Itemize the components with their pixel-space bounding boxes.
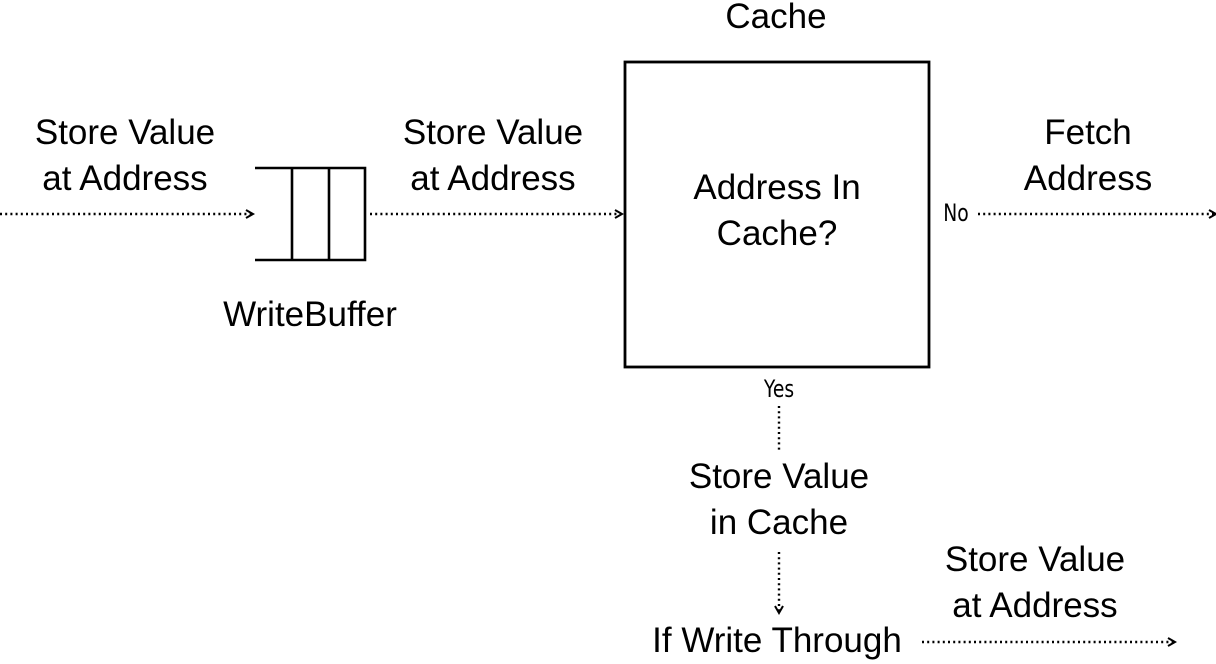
output-label-line-1: Store Value <box>944 540 1126 579</box>
cache-box <box>623 60 931 369</box>
yes-label: Yes <box>763 375 795 403</box>
buffer-to-cache-label-line-1: Store Value <box>402 113 584 152</box>
output-label-line-2: at Address <box>952 586 1118 625</box>
store-in-cache-line-2: in Cache <box>709 503 849 542</box>
buffer-to-cache-label: Store Value at Address <box>388 110 598 202</box>
input-label: Store Value at Address <box>20 110 230 202</box>
input-label-line-1: Store Value <box>34 113 216 152</box>
decision-line-2: Cache? <box>716 214 838 253</box>
write-buffer-label: WriteBuffer <box>223 295 397 334</box>
store-in-cache-label: Store Value in Cache <box>669 454 889 546</box>
output-label: Store Value at Address <box>925 537 1145 629</box>
write-through-label: If Write Through <box>652 621 902 660</box>
store-in-cache-line-1: Store Value <box>688 457 870 496</box>
decision-line-1: Address In <box>693 168 861 207</box>
fetch-address-label: Fetch Address <box>988 110 1188 202</box>
write-buffer-shape <box>255 166 367 262</box>
fetch-label-line-1: Fetch <box>1044 113 1132 152</box>
buffer-to-cache-label-line-2: at Address <box>410 159 576 198</box>
fetch-label-line-2: Address <box>1023 159 1153 198</box>
input-label-line-2: at Address <box>42 159 208 198</box>
cache-decision-text: Address In Cache? <box>667 165 887 257</box>
cache-title: Cache <box>725 0 827 36</box>
no-label: No <box>943 199 969 227</box>
